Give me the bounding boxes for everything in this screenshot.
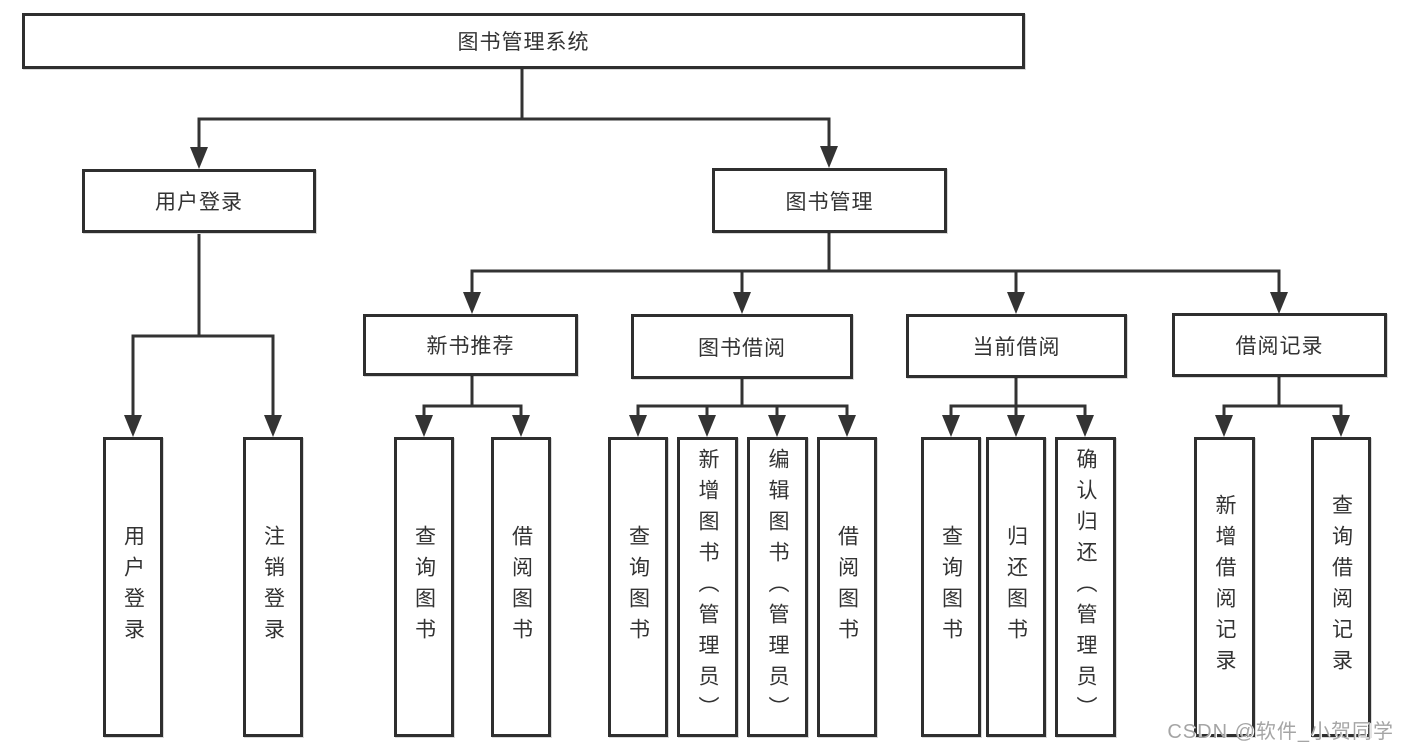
- leaf-current-query-books-label: 查询图书: [939, 525, 963, 649]
- watermark: CSDN @软件_小贺同学: [1167, 721, 1394, 743]
- leaf-recommend-borrow-books: 借阅图书: [491, 437, 551, 737]
- leaf-confirm-return-admin-label: 确认归还（管理员）: [1074, 447, 1097, 727]
- leaf-add-borrow-record: 新增借阅记录: [1194, 437, 1255, 737]
- leaf-logout-label: 注销登录: [261, 525, 285, 649]
- leaf-query-borrow-record-label: 查询借阅记录: [1329, 494, 1353, 680]
- leaf-borrow-books: 借阅图书: [817, 437, 877, 737]
- leaf-recommend-borrow-books-label: 借阅图书: [509, 525, 533, 649]
- connector-root-to-level2: [190, 69, 838, 169]
- node-user-login-label: 用户登录: [155, 191, 243, 214]
- leaf-edit-books-admin: 编辑图书（管理员）: [747, 437, 808, 737]
- leaf-return-books-label: 归还图书: [1004, 525, 1028, 649]
- connector-new-book-recommend-children: [415, 376, 530, 437]
- leaf-borrow-query-books-label: 查询图书: [626, 525, 650, 649]
- node-book-borrow: 图书借阅: [631, 314, 853, 379]
- leaf-query-borrow-record: 查询借阅记录: [1311, 437, 1371, 737]
- node-new-book-recommend-label: 新书推荐: [426, 335, 515, 358]
- node-book-borrow-label: 图书借阅: [698, 336, 786, 360]
- connector-user-login-children: [124, 234, 282, 437]
- node-user-login: 用户登录: [82, 169, 316, 233]
- connector-borrow-records-children: [1215, 377, 1350, 437]
- node-borrow-records-label: 借阅记录: [1235, 335, 1324, 358]
- leaf-recommend-query-books-label: 查询图书: [412, 525, 436, 649]
- leaf-current-query-books: 查询图书: [921, 437, 981, 737]
- node-root-label: 图书管理系统: [457, 31, 590, 54]
- node-book-management: 图书管理: [712, 168, 947, 233]
- leaf-confirm-return-admin: 确认归还（管理员）: [1055, 437, 1116, 737]
- leaf-edit-books-admin-label: 编辑图书（管理员）: [766, 447, 789, 727]
- connector-current-borrow-children: [942, 378, 1094, 437]
- leaf-borrow-query-books: 查询图书: [608, 437, 668, 737]
- leaf-add-borrow-record-label: 新增借阅记录: [1213, 494, 1236, 680]
- leaf-recommend-query-books: 查询图书: [394, 437, 454, 737]
- connector-book-management-children: [463, 233, 1288, 314]
- leaf-borrow-books-label: 借阅图书: [835, 525, 859, 649]
- leaf-user-login-label: 用户登录: [121, 525, 145, 649]
- leaf-add-books-admin: 新增图书（管理员）: [677, 437, 738, 737]
- leaf-user-login: 用户登录: [103, 437, 163, 737]
- leaf-return-books: 归还图书: [986, 437, 1046, 737]
- leaf-logout: 注销登录: [243, 437, 303, 737]
- node-new-book-recommend: 新书推荐: [363, 314, 578, 376]
- node-current-borrow: 当前借阅: [906, 314, 1127, 378]
- node-borrow-records: 借阅记录: [1172, 313, 1387, 377]
- leaf-add-books-admin-label: 新增图书（管理员）: [696, 447, 719, 727]
- node-book-management-label: 图书管理: [785, 190, 874, 214]
- connector-book-borrow-children: [629, 379, 856, 437]
- node-root: 图书管理系统: [22, 13, 1025, 69]
- node-current-borrow-label: 当前借阅: [972, 336, 1061, 359]
